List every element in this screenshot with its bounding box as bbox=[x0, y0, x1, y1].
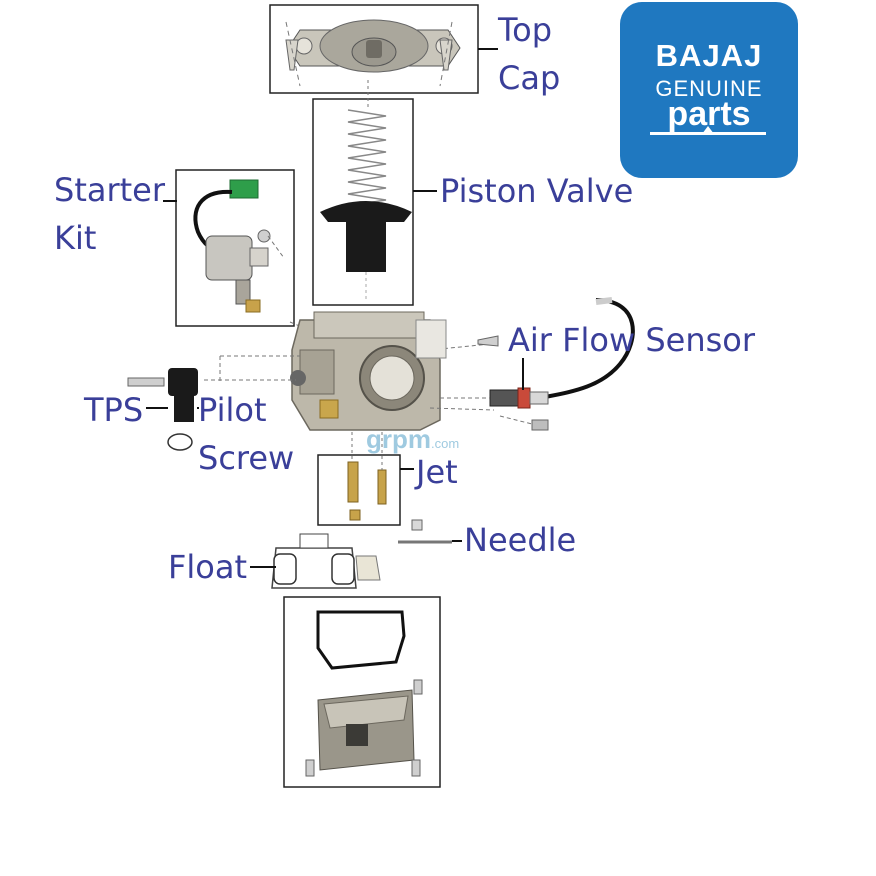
logo-brand: BAJAJ bbox=[655, 38, 763, 73]
tps-leader bbox=[146, 407, 168, 409]
jet-leader bbox=[400, 468, 414, 470]
label-air-flow-sensor: Air Flow Sensor bbox=[508, 321, 756, 359]
label-pilot-screw-line1: Pilot bbox=[198, 391, 267, 429]
label-pilot-screw: Pilot Screw bbox=[198, 386, 294, 482]
label-tps: TPS bbox=[84, 391, 144, 429]
watermark: grpm.com bbox=[366, 424, 459, 455]
pilot-screw-leader bbox=[197, 407, 199, 409]
air-flow-sensor-leader bbox=[522, 358, 524, 390]
float-part bbox=[271, 533, 381, 589]
jet-part bbox=[317, 432, 401, 526]
watermark-suffix: .com bbox=[431, 436, 460, 451]
float-bowl-part bbox=[283, 596, 441, 788]
label-piston-valve: Piston Valve bbox=[440, 172, 634, 210]
label-top-cap-line2: Cap bbox=[498, 59, 561, 97]
label-starter-kit: Starter Kit bbox=[54, 166, 165, 262]
needle-leader bbox=[452, 540, 462, 542]
label-needle: Needle bbox=[464, 521, 577, 559]
label-top-cap: Top Cap bbox=[498, 6, 560, 102]
label-top-cap-line1: Top bbox=[498, 11, 552, 49]
top-cap-leader bbox=[478, 48, 498, 50]
label-jet: Jet bbox=[416, 453, 458, 491]
carburetor-body bbox=[204, 311, 491, 431]
starter-kit-part bbox=[175, 169, 315, 333]
label-float: Float bbox=[168, 548, 248, 586]
logo-line1: GENUINE bbox=[655, 76, 763, 101]
air-flow-sensor-part bbox=[415, 297, 635, 431]
label-starter-kit-line2: Kit bbox=[54, 219, 97, 257]
needle-part bbox=[398, 519, 452, 544]
float-leader bbox=[250, 566, 276, 568]
top-cap-part bbox=[269, 4, 479, 94]
tps-part bbox=[127, 368, 198, 451]
starter-kit-leader bbox=[163, 200, 177, 202]
piston-valve-part bbox=[312, 80, 414, 306]
watermark-main: grpm bbox=[366, 424, 431, 454]
bajaj-genuine-parts-logo: BAJAJ GENUINE parts bbox=[620, 2, 798, 178]
label-starter-kit-line1: Starter bbox=[54, 171, 166, 209]
piston-valve-leader bbox=[413, 190, 437, 192]
logo-arrow-icon bbox=[702, 126, 714, 134]
label-pilot-screw-line2: Screw bbox=[198, 439, 295, 477]
